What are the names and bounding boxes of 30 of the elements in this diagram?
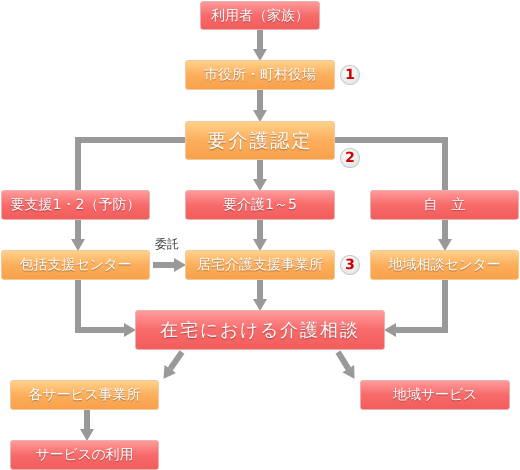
callout-number: 1 [340,65,360,85]
process-box: 包括支援センター [1,250,150,280]
arrow [253,30,267,61]
arrow [253,90,267,122]
status-box: 要支援1・2（予防） [1,190,150,220]
status-box: 自 立 [370,190,519,220]
callout-number: 3 [340,255,360,275]
edge-label: 委託 [154,236,180,253]
process-box: 居宅介護支援事業所 [185,250,335,280]
status-box: サービスの利用 [10,440,159,470]
status-box: 利用者（家族） [200,1,320,30]
process-box: 要介護認定 [185,121,335,160]
arrow [253,280,267,311]
arrow [253,220,267,251]
status-box: 要介護1～5 [185,190,335,220]
process-box: 各サービス事業所 [10,380,159,410]
status-box: 在宅における介護相談 [135,310,385,350]
arrow [163,350,184,379]
process-box: 市役所・町村役場 [185,60,335,90]
arrow [75,280,136,337]
arrow [71,220,85,251]
arrow [80,410,94,441]
arrow [384,280,448,337]
callout-number: 2 [340,148,360,168]
arrow [438,220,452,251]
arrow [153,258,186,272]
arrow [253,160,267,191]
status-box: 地域サービス [360,380,510,410]
arrow [335,350,355,379]
process-box: 地域相談センター [370,250,519,280]
